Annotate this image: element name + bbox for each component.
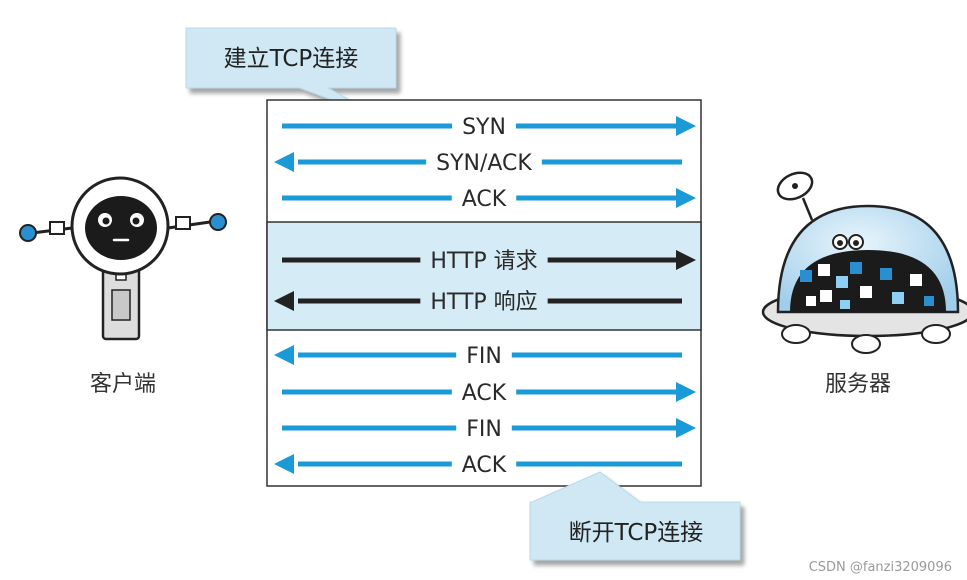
teardown-arrow-0: FIN xyxy=(274,344,682,369)
arrow-head xyxy=(274,345,294,365)
teardown-arrow-label: FIN xyxy=(466,344,502,369)
http-arrow-1: HTTP 响应 xyxy=(274,290,682,315)
handshake-arrow-label: SYN/ACK xyxy=(436,151,532,176)
teardown-arrow-label: FIN xyxy=(466,417,502,442)
arrow-head xyxy=(274,291,294,311)
arrow-head xyxy=(274,454,294,474)
arrow-head xyxy=(274,152,294,172)
handshake-arrow-1: SYN/ACK xyxy=(274,151,682,176)
arrow-head xyxy=(676,382,696,402)
establish-connection-label: 建立TCP连接 xyxy=(224,46,359,72)
handshake-arrow-2: ACK xyxy=(282,187,696,212)
arrow-head xyxy=(676,116,696,136)
http-arrow-label: HTTP 请求 xyxy=(430,249,537,274)
http-band xyxy=(266,221,702,331)
handshake-arrow-label: ACK xyxy=(462,187,507,212)
teardown-arrow-3: ACK xyxy=(274,453,682,478)
arrow-head xyxy=(676,418,696,438)
arrow-head xyxy=(676,250,696,270)
handshake-arrow-0: SYN xyxy=(282,115,696,140)
server-label: 服务器 xyxy=(825,372,891,397)
watermark: CSDN @fanzi3209096 xyxy=(809,560,952,575)
establish-connection-bubble: 建立TCP连接 xyxy=(185,27,397,121)
teardown-arrow-label: ACK xyxy=(462,381,507,406)
http-arrow-label: HTTP 响应 xyxy=(430,290,537,315)
handshake-arrow-label: SYN xyxy=(462,115,506,140)
arrows: SYN SYN/ACK ACK HTTP 请求 HTTP 响应 FIN ACK FIN ACK xyxy=(274,115,696,478)
http-arrow-0: HTTP 请求 xyxy=(282,249,696,274)
teardown-arrow-1: ACK xyxy=(282,381,696,406)
client-robot-icon xyxy=(19,176,227,341)
server-robot-icon xyxy=(761,171,967,354)
client-label: 客户端 xyxy=(90,372,156,397)
teardown-arrow-label: ACK xyxy=(462,453,507,478)
arrow-head xyxy=(676,188,696,208)
teardown-arrow-2: FIN xyxy=(282,417,696,442)
close-connection-label: 断开TCP连接 xyxy=(569,520,704,546)
close-connection-bubble: 断开TCP连接 xyxy=(529,471,741,561)
